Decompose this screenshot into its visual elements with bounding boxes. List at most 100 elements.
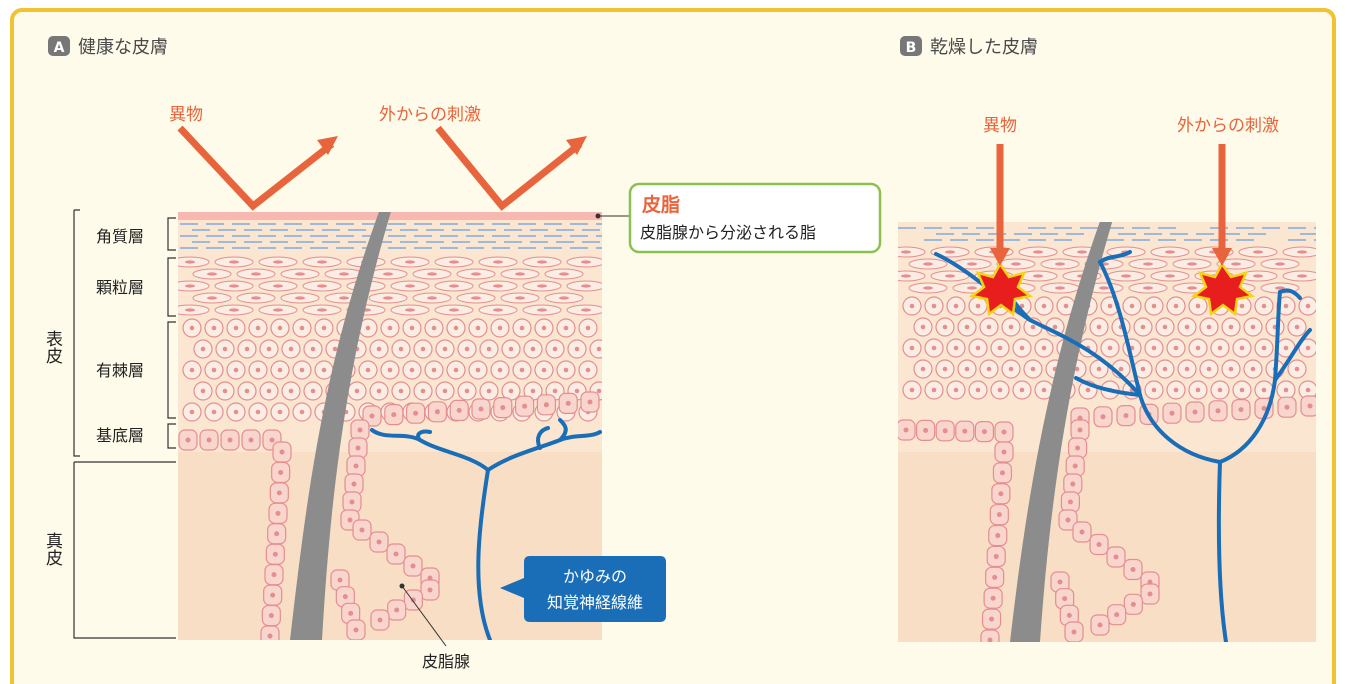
basal-nucleus [370, 414, 375, 419]
granular-nucleus [967, 262, 977, 265]
basal-nucleus [1216, 408, 1221, 413]
granular-nucleus [515, 272, 525, 275]
basal-nucleus [338, 578, 343, 583]
spinous-nucleus [943, 367, 948, 372]
nerve-callout [500, 556, 666, 622]
spinous-nucleus [586, 368, 591, 373]
spinous-nucleus [201, 389, 206, 394]
basal-nucleus [991, 596, 996, 601]
panel-b-title: 乾燥した皮膚 [930, 37, 1038, 58]
granular-nucleus [1055, 286, 1065, 289]
spinous-nucleus [399, 389, 404, 394]
basal-nucleus [1148, 592, 1153, 597]
spinous-nucleus [1218, 346, 1223, 351]
spinous-nucleus [410, 326, 415, 331]
basal-nucleus [1114, 555, 1119, 560]
spinous-nucleus [921, 325, 926, 330]
spinous-nucleus [1306, 304, 1311, 309]
spinous-nucleus [965, 367, 970, 372]
granular-nucleus [537, 308, 547, 311]
spinous-nucleus [278, 368, 283, 373]
basal-nucleus [994, 554, 999, 559]
granular-nucleus [405, 308, 415, 311]
gland-label: 皮脂腺 [422, 652, 470, 671]
basal-nucleus [358, 428, 363, 433]
spinous-nucleus [267, 347, 272, 352]
basal-nucleus [249, 438, 254, 443]
granular-nucleus [901, 250, 911, 253]
epidermis-label: 表皮 [42, 330, 63, 364]
spinous-nucleus [998, 388, 1003, 393]
spinous-nucleus [366, 368, 371, 373]
spinous-nucleus [542, 368, 547, 373]
basal-nucleus [522, 404, 527, 409]
basal-nucleus [544, 402, 549, 407]
spinous-nucleus [509, 389, 514, 394]
basal-nucleus [394, 552, 399, 557]
spinous-nucleus [910, 304, 915, 309]
stimulus-label-b: 外からの刺激 [1177, 116, 1279, 136]
spinous-nucleus [1152, 346, 1157, 351]
spinous-nucleus [597, 347, 602, 352]
granular-nucleus [515, 296, 525, 299]
spinous-nucleus [1152, 388, 1157, 393]
spinous-nucleus [234, 368, 239, 373]
granular-nucleus [471, 272, 481, 275]
basal-nucleus [356, 446, 361, 451]
spinous-nucleus [267, 389, 272, 394]
spinous-nucleus [256, 410, 261, 415]
spinous-nucleus [531, 347, 536, 352]
basal-nucleus [992, 575, 997, 580]
sebum-leader-dot [596, 214, 601, 219]
granular-nucleus [273, 308, 283, 311]
basal-nucleus [435, 409, 440, 414]
sebum-desc: 皮脂腺から分泌される脂 [640, 223, 816, 242]
granular-nucleus [493, 260, 503, 263]
spinous-nucleus [432, 368, 437, 373]
spinous-nucleus [289, 389, 294, 394]
spinous-nucleus [322, 368, 327, 373]
basal-nucleus [997, 512, 1002, 517]
basal-nucleus [377, 540, 382, 545]
basal-nucleus [1097, 542, 1102, 547]
basal-nucleus [1072, 630, 1077, 635]
spinous-nucleus [542, 326, 547, 331]
spinous-nucleus [954, 346, 959, 351]
layer-spinosum-label: 有棘層 [96, 361, 144, 380]
spinous-nucleus [1086, 388, 1091, 393]
granular-nucleus [295, 296, 305, 299]
spinous-nucleus [1152, 304, 1157, 309]
basal-nucleus [1131, 602, 1136, 607]
spinous-nucleus [520, 326, 525, 331]
granular-nucleus [339, 296, 349, 299]
spinous-nucleus [1009, 325, 1014, 330]
spinous-nucleus [388, 368, 393, 373]
spinous-nucleus [1174, 388, 1179, 393]
granular-nucleus [273, 284, 283, 287]
granular-nucleus [185, 260, 195, 263]
basal-nucleus [1070, 482, 1075, 487]
granular-nucleus [581, 260, 591, 263]
basal-nucleus [354, 464, 359, 469]
granular-nucleus [1297, 274, 1307, 277]
spinous-nucleus [190, 410, 195, 415]
basal-nucleus [1114, 612, 1119, 617]
spinous-nucleus [498, 368, 503, 373]
granular-nucleus [449, 260, 459, 263]
basal-nucleus [566, 401, 571, 406]
granular-nucleus [1165, 274, 1175, 277]
basal-nucleus [943, 428, 948, 433]
basal-nucleus [1068, 500, 1073, 505]
spinous-nucleus [465, 347, 470, 352]
spinous-nucleus [245, 347, 250, 352]
spinous-nucleus [1229, 367, 1234, 372]
spinous-nucleus [932, 388, 937, 393]
spinous-nucleus [212, 410, 217, 415]
spinous-nucleus [1262, 388, 1267, 393]
granular-nucleus [1055, 262, 1065, 265]
spinous-nucleus [1108, 304, 1113, 309]
sebum-title: 皮脂 [642, 193, 680, 216]
basal-nucleus [1193, 410, 1198, 415]
spinous-nucleus [421, 389, 426, 394]
granular-nucleus [449, 284, 459, 287]
